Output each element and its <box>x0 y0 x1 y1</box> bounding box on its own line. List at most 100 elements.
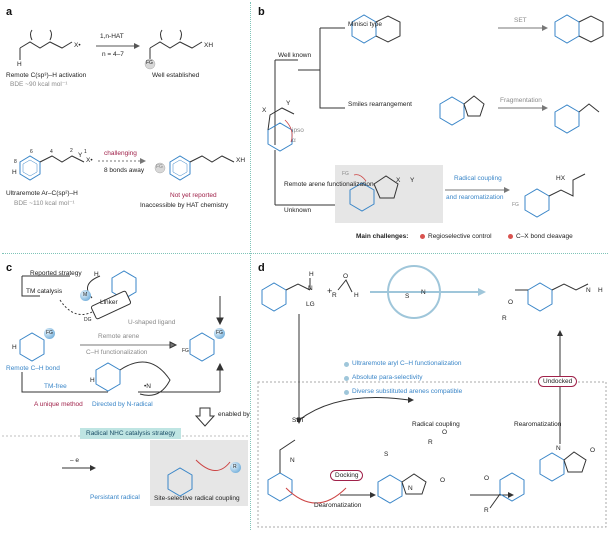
bonds-away-label: 8 bonds away <box>104 167 145 174</box>
bullet3-dot <box>344 390 349 395</box>
num-2: 2 <box>70 148 73 154</box>
n-atom-d3: N <box>586 287 591 294</box>
xh-atom: XH <box>204 42 214 49</box>
xh-atom-2: XH <box>236 157 246 164</box>
s-atom-d2: S <box>384 451 389 458</box>
alpha-label: α <box>292 137 296 144</box>
h-atom-d3: H <box>598 287 603 294</box>
fg-ball-c2 <box>214 328 225 339</box>
num-8: 8 <box>14 159 17 165</box>
x-radical-atom-2: X• <box>86 157 93 164</box>
challenge2-label: C–X bond cleavage <box>516 233 573 240</box>
fg-atom-c3: FG <box>182 348 189 354</box>
fg-atom-a2: FG <box>156 164 163 170</box>
bullet2-label: Absolute para-selectivity <box>352 374 423 381</box>
o-atom-d5: O <box>590 447 596 454</box>
num-4: 4 <box>50 149 53 155</box>
h-atom-c2: H <box>12 344 17 351</box>
o-atom-d6: O <box>484 475 490 482</box>
tm-free-label: TM-free <box>44 383 67 390</box>
smiles-label: Smiles rearrangement <box>348 101 412 108</box>
challenging-label: challenging <box>104 150 137 157</box>
r-atom-d3: R <box>428 439 433 446</box>
bde-110-label: BDE ~110 kcal mol⁻¹ <box>14 200 75 207</box>
linker-label: Linker <box>100 299 118 306</box>
horizontal-divider <box>2 253 608 254</box>
y-atom-a: Y <box>78 152 83 159</box>
well-established-label: Well established <box>152 72 200 79</box>
fg-atom-a: FG <box>146 60 153 66</box>
n-atom-d6: N <box>556 445 561 452</box>
y-atom-b2: Y <box>410 177 415 184</box>
fragmentation-label: Fragmentation <box>500 97 542 104</box>
rearomatization-label-b: and rearomatization <box>446 194 504 201</box>
directed-label: Directed by N-radical <box>92 401 153 408</box>
metal-ball <box>80 290 91 301</box>
set-label-b: SET <box>514 17 527 24</box>
n-radical-atom: •N <box>144 383 151 390</box>
n-atom-d: N <box>308 285 313 292</box>
minus-e-label: – e <box>70 457 80 464</box>
fg-atom-c1: FG <box>46 330 53 336</box>
r-atom-c: R <box>233 464 237 470</box>
remote-activation-label: Remote C(sp³)–H activation <box>6 72 87 79</box>
bde-90-label: BDE ~90 kcal mol⁻¹ <box>10 81 68 88</box>
panel-c-label: c <box>6 262 13 274</box>
radical-coupling-label-d: Radical coupling <box>412 421 460 428</box>
unknown-label: Unknown <box>284 207 312 214</box>
panel-d-label: d <box>258 262 265 274</box>
num-1: 1 <box>84 149 87 155</box>
panel-a-label: a <box>6 6 13 18</box>
hx-atom-b: HX <box>556 175 566 182</box>
undocked-pill: Undocked <box>538 376 578 387</box>
minisci-label: Minisci type <box>348 21 382 28</box>
m-atom: M <box>83 292 88 298</box>
persistent-radical-label: Persistant radical <box>90 494 140 501</box>
lg-atom-d: LG <box>306 301 315 308</box>
bullet1-dot <box>344 362 349 367</box>
vertical-divider <box>250 2 251 530</box>
n-atom-d2: N <box>421 289 426 296</box>
r-atom-d2: R <box>502 315 507 322</box>
unique-method-label: A unique method <box>34 401 83 408</box>
remote-arene-label: Remote arene functionalization <box>284 181 374 188</box>
r-atom-d: R <box>332 292 337 299</box>
inaccessible-label: Inaccessible by HAT chemistry <box>140 202 229 209</box>
x-atom-b2: X <box>396 177 401 184</box>
radical-coupling-label-b: Radical coupling <box>454 175 502 182</box>
h-atom-c3: H <box>90 377 95 384</box>
remote-arene-c2: C–H functionalization <box>86 349 148 356</box>
h-atom-a: H <box>17 61 22 68</box>
fg-ball-c1 <box>44 328 55 339</box>
o-atom-d4: O <box>440 477 446 484</box>
r-ball <box>230 462 241 473</box>
s-atom-d: S <box>405 293 410 300</box>
enabled-by-label: enabled by <box>218 411 250 418</box>
r-atom-d4: R <box>484 507 489 514</box>
fg-atom-b: FG <box>342 171 349 177</box>
n-atom-d4: N <box>290 457 295 464</box>
docking-pill: Docking <box>330 470 364 481</box>
tm-catalysis-label: TM catalysis <box>26 288 63 295</box>
fg-atom-c2: FG <box>216 330 223 336</box>
bullet1-label: Ultraremote aryl C–H functionalization <box>352 360 462 367</box>
dg-atom: DG <box>84 317 92 323</box>
h-atom-a2: H <box>12 169 17 176</box>
nhc-strategy-banner: Radical NHC catalysis strategy <box>80 428 182 439</box>
dearomatization-label: Dearomatization <box>314 502 362 509</box>
h-atom-c: H <box>94 271 99 278</box>
o-atom-d3: O <box>442 429 448 436</box>
bullet2-dot <box>344 376 349 381</box>
remote-ch-label: Remote C–H bond <box>6 365 60 372</box>
bullet3-label: Diverse substituted arenes compatible <box>352 388 463 395</box>
rearomatization-label-d: Rearomatization <box>514 421 562 428</box>
hat-label: 1,n-HAT <box>100 33 124 40</box>
not-reported-label: Not yet reported <box>170 192 217 199</box>
site-selective-label: Site-selective radical coupling <box>154 495 240 502</box>
fg-atom-b2: FG <box>512 202 519 208</box>
h-atom-d2: H <box>354 292 359 299</box>
